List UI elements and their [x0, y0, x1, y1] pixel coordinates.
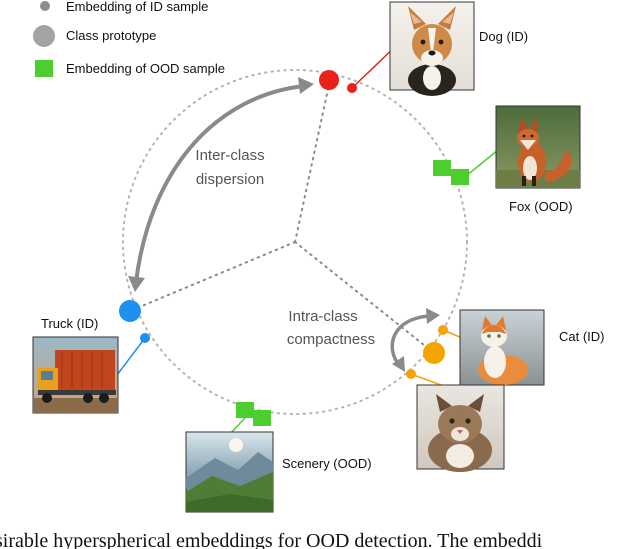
intra-class-label-line2: compactness [287, 331, 375, 348]
scenery-label: Scenery (OOD) [282, 456, 372, 471]
cat-sample-1 [438, 325, 448, 335]
hypersphere-circle [122, 69, 468, 415]
dog-sample [347, 83, 357, 93]
cat-prototype [423, 342, 445, 364]
ood-sample-legend-square [35, 60, 53, 77]
prototype-radii [129, 79, 435, 354]
dog-label: Dog (ID) [479, 29, 528, 44]
cat-image-fluffy [416, 384, 505, 472]
dog-cluster [319, 43, 399, 93]
truck-cluster [116, 300, 150, 376]
truck-image [32, 336, 119, 414]
truck-label: Truck (ID) [41, 316, 98, 331]
fox-cluster [433, 149, 499, 185]
radius-dog [294, 79, 331, 243]
scenery-cluster [227, 402, 271, 437]
fox-image [495, 105, 581, 189]
scenery-ood-sample-1 [236, 402, 254, 418]
scenery-ood-sample-2 [253, 410, 271, 426]
fox-label: Fox (OOD) [509, 199, 573, 214]
radius-truck [129, 241, 296, 312]
truck-prototype [119, 300, 141, 322]
inter-class-label-line2: dispersion [196, 171, 264, 188]
prototype-legend-dot [33, 25, 55, 47]
inter-class-label-line1: Inter-class [195, 147, 264, 164]
legend-ood-sample-label: Embedding of OOD sample [66, 61, 225, 76]
intra-class-arrow [390, 308, 440, 372]
legend-id-sample-label: Embedding of ID sample [66, 0, 208, 14]
fox-ood-sample-2 [451, 169, 469, 185]
legend: Embedding of ID sample Class prototype E… [33, 0, 225, 77]
inter-class-arrow [128, 77, 314, 292]
scenery-image [185, 431, 274, 513]
cat-sample-2 [406, 369, 416, 379]
dog-image [389, 1, 475, 96]
cat-label: Cat (ID) [559, 329, 605, 344]
fox-ood-sample-1 [433, 160, 451, 176]
figure-caption: sirable hyperspherical embeddings for OO… [0, 530, 543, 549]
truck-sample [140, 333, 150, 343]
cat-image-orange [459, 309, 545, 386]
intra-class-label-line1: Intra-class [288, 308, 357, 325]
dog-prototype [319, 70, 339, 90]
legend-prototype-label: Class prototype [66, 28, 156, 43]
cat-cluster [406, 325, 463, 393]
id-sample-legend-dot [40, 1, 50, 11]
